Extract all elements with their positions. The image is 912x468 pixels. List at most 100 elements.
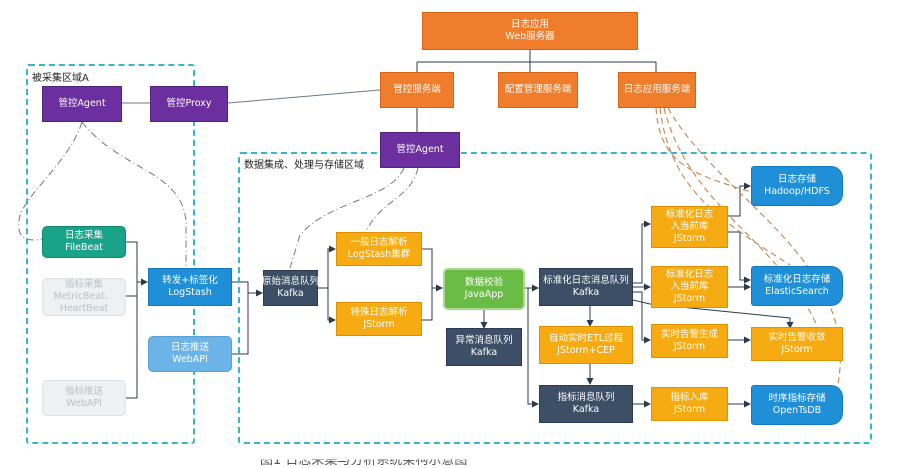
edge-raw-general <box>318 245 336 289</box>
node-label-line: 日志推送 <box>170 342 209 354</box>
edge-special-validate <box>422 288 433 321</box>
node-label-line: 一般日志解析 <box>350 237 408 249</box>
edge-push-raw <box>232 293 249 355</box>
node-label-line: 数据校验 <box>464 277 503 289</box>
edge-metricpush-down <box>126 360 138 399</box>
node-label-line: 日志采集 <box>64 230 103 242</box>
edge-proxy-mgmt <box>227 89 381 104</box>
edge-filebeat-forward <box>126 241 148 286</box>
node-label-line: 标准化日志消息队列 <box>543 275 629 287</box>
mgmt-agent-b: 管控Agent <box>380 132 460 168</box>
edge-std-prev <box>633 220 651 284</box>
node-label-line: 异常消息队列 <box>455 335 513 347</box>
node-label-line: JStorm <box>781 344 813 355</box>
edge-std-recv <box>632 299 794 329</box>
node-label-line: 特殊日志解析 <box>350 307 408 319</box>
mgmt-proxy: 管控Proxy <box>150 86 228 122</box>
mgmt-agent-general <box>365 167 419 233</box>
node-label-line: Kafka <box>572 287 600 298</box>
node-label-line: 管控Agent <box>396 144 444 156</box>
node-label-line: 日志应用 <box>510 19 549 31</box>
node-label-line: 指标消息队列 <box>557 392 615 404</box>
node-label-line: JStorm <box>673 341 706 352</box>
node-label-line: 原始消息队列 <box>262 276 320 288</box>
node-label-line: 时序指标存储 <box>768 393 826 405</box>
node-label-line: 实时告警生成 <box>660 329 718 341</box>
node-label-line: OpenTsDB <box>772 405 822 416</box>
node-label-line: HeartBeat <box>59 302 109 314</box>
node-label-line: 自动实时ETL过程 <box>548 333 624 345</box>
edge-general-validate <box>422 248 443 292</box>
node-label-line: WebAPI <box>66 398 102 409</box>
node-label-line: Web服务器 <box>505 31 555 42</box>
mgmt-agent-forward <box>81 121 187 268</box>
node-label-line: 日志应用服务端 <box>623 84 691 96</box>
node-label-line: 配置管理服务端 <box>504 84 572 96</box>
log-app-server: 日志应用服务端 <box>618 72 696 108</box>
edge-std-alert <box>633 291 651 344</box>
edge-prev-es <box>728 231 751 284</box>
node-label-line: FileBeat <box>65 242 103 253</box>
node-label-line: JStorm+CEP <box>557 345 615 356</box>
node-label-line: 转发+标签化 <box>162 275 218 287</box>
node-label-line: 指标推送 <box>64 386 103 398</box>
node-label-line: 管控服务端 <box>393 84 441 96</box>
node-label-line: Kafka <box>470 347 498 358</box>
node-label-line: 标准化日志 <box>665 209 714 221</box>
node-label-line: JStorm <box>673 232 706 244</box>
node-label-line: JStorm <box>673 292 706 304</box>
edge-raw-special <box>327 288 336 324</box>
processing-region-label: 数据集成、处理与存储区域 <box>244 160 364 171</box>
node-label-line: 标准化日志 <box>665 269 714 281</box>
node-label-line: 管控Agent <box>58 98 106 110</box>
node-label-line: ElasticSearch <box>765 286 829 297</box>
mgmt-server: 管控服务端 <box>380 72 454 108</box>
node-label-line: 管控Proxy <box>166 98 212 110</box>
node-label-line: JStorm <box>673 404 706 415</box>
node-label-line: 指标入库 <box>670 392 709 404</box>
node-label-line: 日志存储 <box>777 174 816 186</box>
node-label-line: Kafka <box>277 288 304 299</box>
mgmt-agent-a: 管控Agent <box>42 86 122 122</box>
node-label-line: MetricBeat、 <box>53 291 115 303</box>
node-label-line: JavaApp <box>464 289 504 300</box>
node-label-line: 实时告警收敛 <box>768 332 826 344</box>
node-label-line: LogStash集群 <box>347 249 411 260</box>
processing-region <box>238 152 872 444</box>
app-to-es <box>659 107 791 266</box>
node-label-line: 标准化日志存储 <box>763 274 831 286</box>
node-label-line: LogStash <box>168 287 212 298</box>
config-server: 配置管理服务端 <box>498 72 578 108</box>
node-label-line: JStorm <box>363 319 395 330</box>
collection-region-label: 被采集区域A <box>32 73 89 84</box>
edge-prev-hdfs <box>728 182 751 217</box>
edge-forward-raw <box>232 281 263 297</box>
node-label-line: 指标采集 <box>64 279 103 291</box>
collection-region <box>26 64 195 444</box>
node-label-line: 入当前库 <box>670 281 709 293</box>
